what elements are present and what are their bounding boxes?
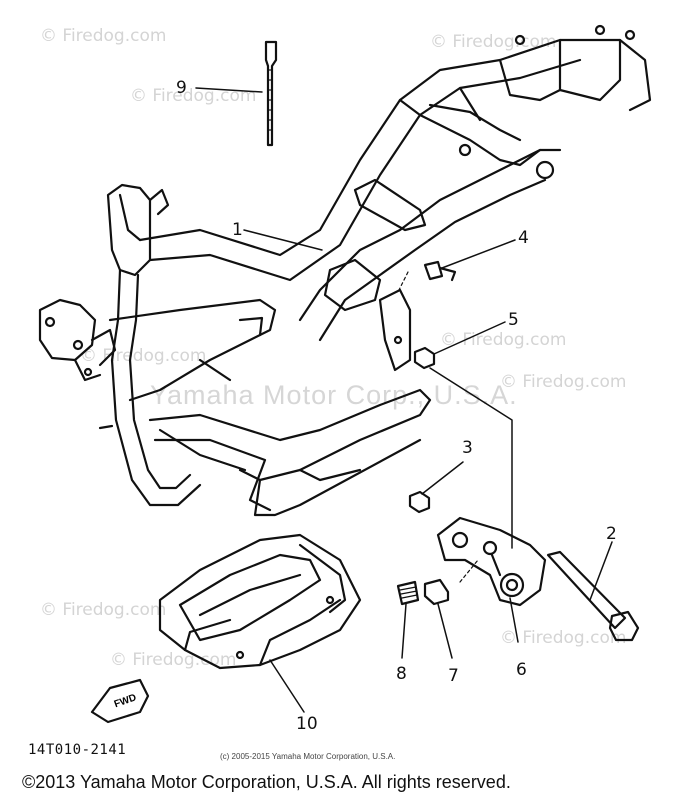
leader-bracket <box>429 367 513 549</box>
leader-8 <box>401 603 407 659</box>
fwd-arrow <box>90 678 150 724</box>
bolt-part-4 <box>423 260 444 281</box>
watermark-site: © Firedog.com <box>130 86 257 106</box>
leader-1 <box>243 229 323 251</box>
leader-9 <box>195 87 263 93</box>
leader-6 <box>509 597 519 643</box>
bolt-part-2 <box>546 550 627 630</box>
downtube-front <box>110 268 202 507</box>
front-bracket <box>38 298 97 362</box>
callout-8: 8 <box>396 664 407 684</box>
leader-2 <box>589 541 613 601</box>
small-copyright: (c) 2005-2015 Yamaha Motor Corporation, … <box>220 752 396 761</box>
callout-9: 9 <box>176 78 187 98</box>
callout-4: 4 <box>518 228 529 248</box>
spring-part-8 <box>396 580 420 606</box>
leader-4 <box>441 239 516 269</box>
engine-bracket-part-6 <box>436 516 547 607</box>
watermark-site: © Firedog.com <box>500 372 627 392</box>
undercover-part-10 <box>158 533 362 670</box>
watermark-site: © Firedog.com <box>430 32 557 52</box>
leader-10 <box>269 659 305 713</box>
upper-rail-left <box>138 38 652 257</box>
watermark-site: © Firedog.com <box>40 600 167 620</box>
callout-10: 10 <box>296 714 318 734</box>
drawing-code: 14T010-2141 <box>28 742 127 758</box>
footboard-rail-right <box>148 388 432 482</box>
fwd-label: FWD <box>113 692 138 710</box>
callout-2: 2 <box>606 524 617 544</box>
callout-1: 1 <box>232 220 243 240</box>
watermark-site: © Firedog.com <box>110 650 237 670</box>
leader-5 <box>433 321 506 355</box>
nut-part-3 <box>408 490 431 514</box>
leader-3 <box>421 461 464 495</box>
copyright-notice: ©2013 Yamaha Motor Corporation, U.S.A. A… <box>22 772 511 792</box>
callout-3: 3 <box>462 438 473 458</box>
watermark-site: © Firedog.com <box>500 628 627 648</box>
footboard-rail-left <box>108 298 277 402</box>
callout-7: 7 <box>448 666 459 686</box>
nut-part-5 <box>413 346 436 370</box>
watermark-site: © Firedog.com <box>440 330 567 350</box>
callout-6: 6 <box>516 660 527 680</box>
bushing-part-7 <box>423 578 450 606</box>
leader-7 <box>437 603 453 659</box>
callout-5: 5 <box>508 310 519 330</box>
cable-tie <box>264 40 278 147</box>
watermark-site: © Firedog.com <box>40 26 167 46</box>
